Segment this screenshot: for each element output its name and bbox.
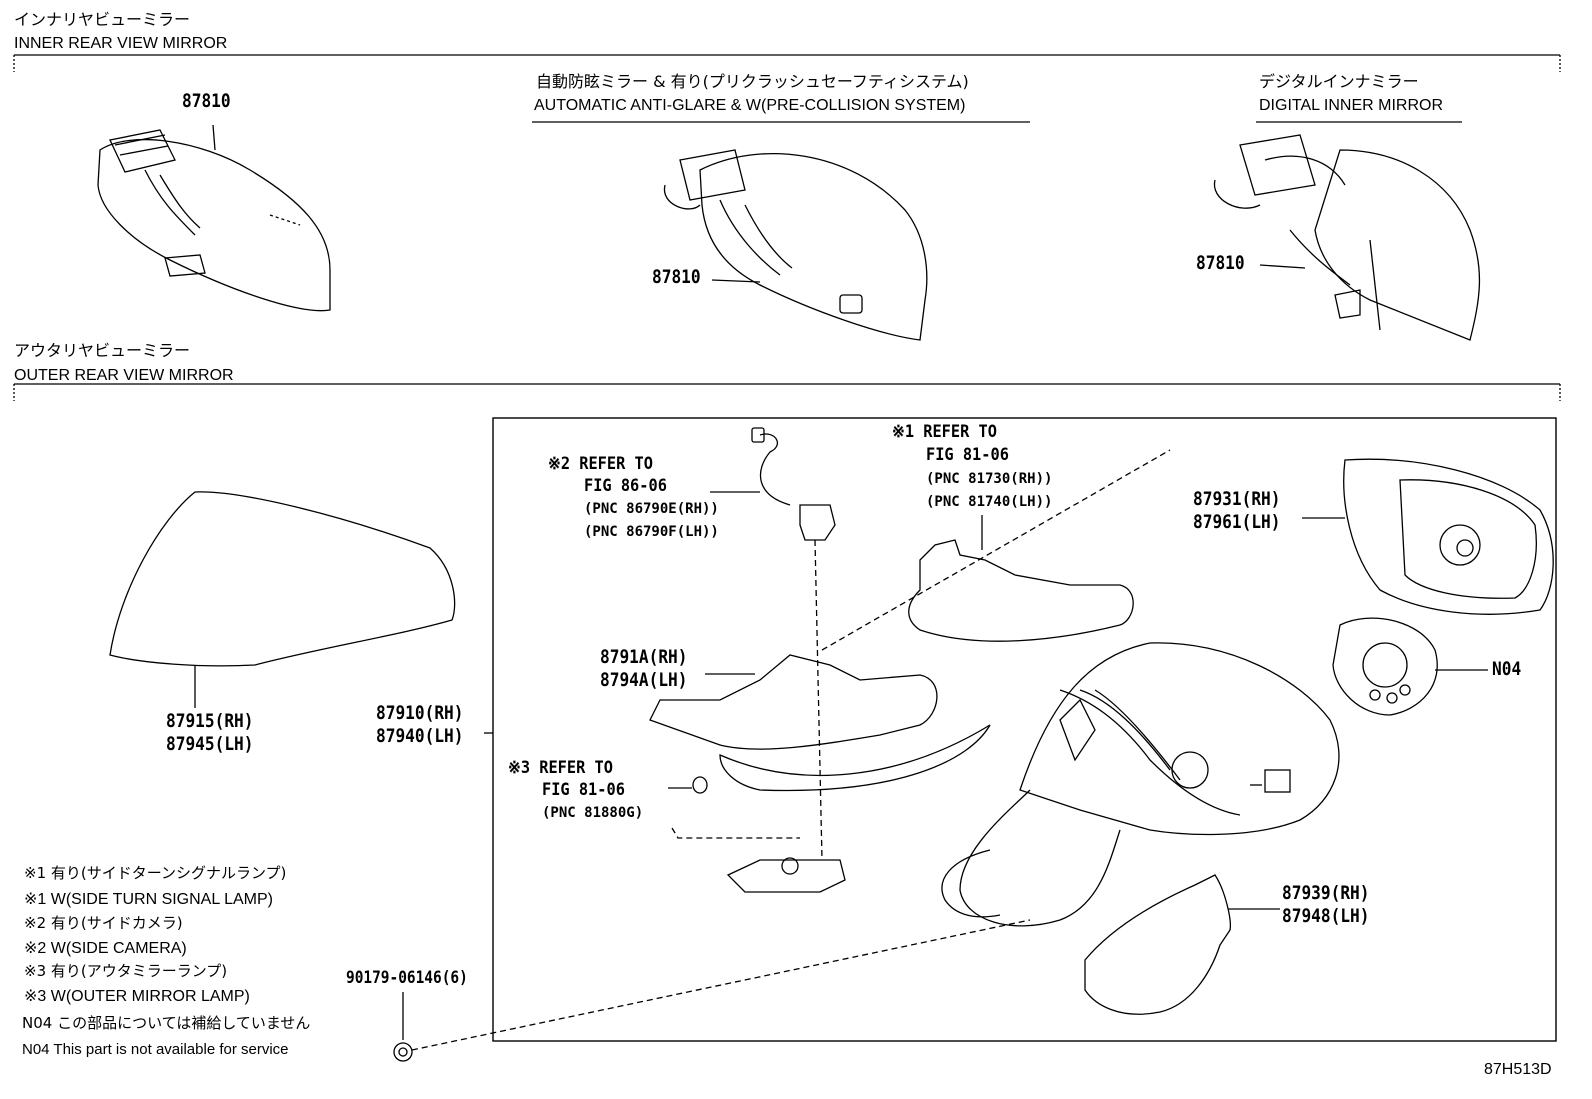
mirror-glass xyxy=(1302,458,1554,615)
mirror-cover xyxy=(109,491,456,708)
note-4-jp: N04 この部品については補給していません xyxy=(22,1014,311,1032)
outer-section-title-jp: アウタリヤビューミラー xyxy=(14,341,191,360)
outer-section-bracket xyxy=(13,383,1561,401)
part-number-87940: 87940(LH) xyxy=(376,725,464,747)
part-number-90179: 90179-06146(6) xyxy=(346,968,468,988)
part-number-8794a: 8794A(LH) xyxy=(600,669,688,691)
ref2-pnc-lh: (PNC 86790F(LH)) xyxy=(584,524,719,540)
inner-section-bracket xyxy=(13,54,1561,72)
screw xyxy=(393,919,1031,1062)
part-number-87810-standard: 87810 xyxy=(182,90,231,112)
lower-cover xyxy=(1084,874,1280,1015)
ref1-fig: FIG 81-06 xyxy=(926,445,1009,465)
turn-signal-lamp xyxy=(821,449,1171,651)
ref3-fig: FIG 81-06 xyxy=(542,780,625,800)
ref1-pnc-rh: (PNC 81730(RH)) xyxy=(926,471,1053,487)
part-number-87948: 87948(LH) xyxy=(1282,905,1370,927)
part-number-87810-digital: 87810 xyxy=(1196,252,1245,274)
note-2-en: ※2 W(SIDE CAMERA) xyxy=(24,940,187,957)
digital-mirror-title-en: DIGITAL INNER MIRROR xyxy=(1259,97,1444,114)
assembly-frame xyxy=(492,417,1557,1042)
part-number-87961: 87961(LH) xyxy=(1193,511,1281,533)
ref1-mark: ※1 REFER TO xyxy=(892,422,997,442)
ref2-mark: ※2 REFER TO xyxy=(548,454,653,474)
inner-mirror-standard xyxy=(97,124,331,312)
anti-glare-title-en: AUTOMATIC ANTI-GLARE & W(PRE-COLLISION S… xyxy=(534,97,966,114)
part-number-87939: 87939(RH) xyxy=(1282,882,1370,904)
ref1-pnc-lh: (PNC 81740(LH)) xyxy=(926,494,1053,510)
inner-mirror-digital xyxy=(1213,134,1481,341)
note-2-jp: ※2 有り(サイドカメラ) xyxy=(24,914,183,932)
note-3-en: ※3 W(OUTER MIRROR LAMP) xyxy=(24,988,250,1005)
outer-section-title-en: OUTER REAR VIEW MIRROR xyxy=(14,367,234,384)
part-number-n04: N04 xyxy=(1492,658,1522,680)
ref2-pnc-rh: (PNC 86790E(RH)) xyxy=(584,501,719,517)
inner-section-title-en: INNER REAR VIEW MIRROR xyxy=(14,35,228,52)
note-1-jp: ※1 有り(サイドターンシグナルランプ) xyxy=(24,864,287,882)
part-number-8791a: 8791A(RH) xyxy=(600,646,688,668)
part-number-87931: 87931(RH) xyxy=(1193,488,1281,510)
mirror-body-bracket xyxy=(649,654,991,792)
part-number-87910: 87910(RH) xyxy=(376,702,464,724)
note-4-en: N04 This part is not available for servi… xyxy=(22,1041,289,1058)
note-3-jp: ※3 有り(アウタミラーランプ) xyxy=(24,962,228,980)
part-number-87945: 87945(LH) xyxy=(166,733,254,755)
note-1-en: ※1 W(SIDE TURN SIGNAL LAMP) xyxy=(24,891,273,908)
part-number-87810-anti-glare: 87810 xyxy=(652,266,701,288)
ref3-mark: ※3 REFER TO xyxy=(508,758,613,778)
anti-glare-title-jp: 自動防眩ミラー & 有り(プリクラッシュセーフティシステム) xyxy=(536,72,969,91)
ref2-fig: FIG 86-06 xyxy=(584,476,667,496)
ref3-pnc: (PNC 81880G) xyxy=(542,805,644,821)
digital-mirror-title-jp: デジタルインナミラー xyxy=(1259,72,1419,91)
mirror-actuator xyxy=(1332,617,1488,716)
side-camera xyxy=(710,427,836,861)
figure-id: 87H513D xyxy=(1484,1061,1552,1078)
part-number-87915: 87915(RH) xyxy=(166,710,254,732)
inner-section-title-jp: インナリヤビューミラー xyxy=(14,10,191,29)
inner-mirror-anti-glare xyxy=(663,149,928,341)
mirror-housing xyxy=(941,642,1340,927)
outer-mirror-lamp xyxy=(668,776,846,893)
